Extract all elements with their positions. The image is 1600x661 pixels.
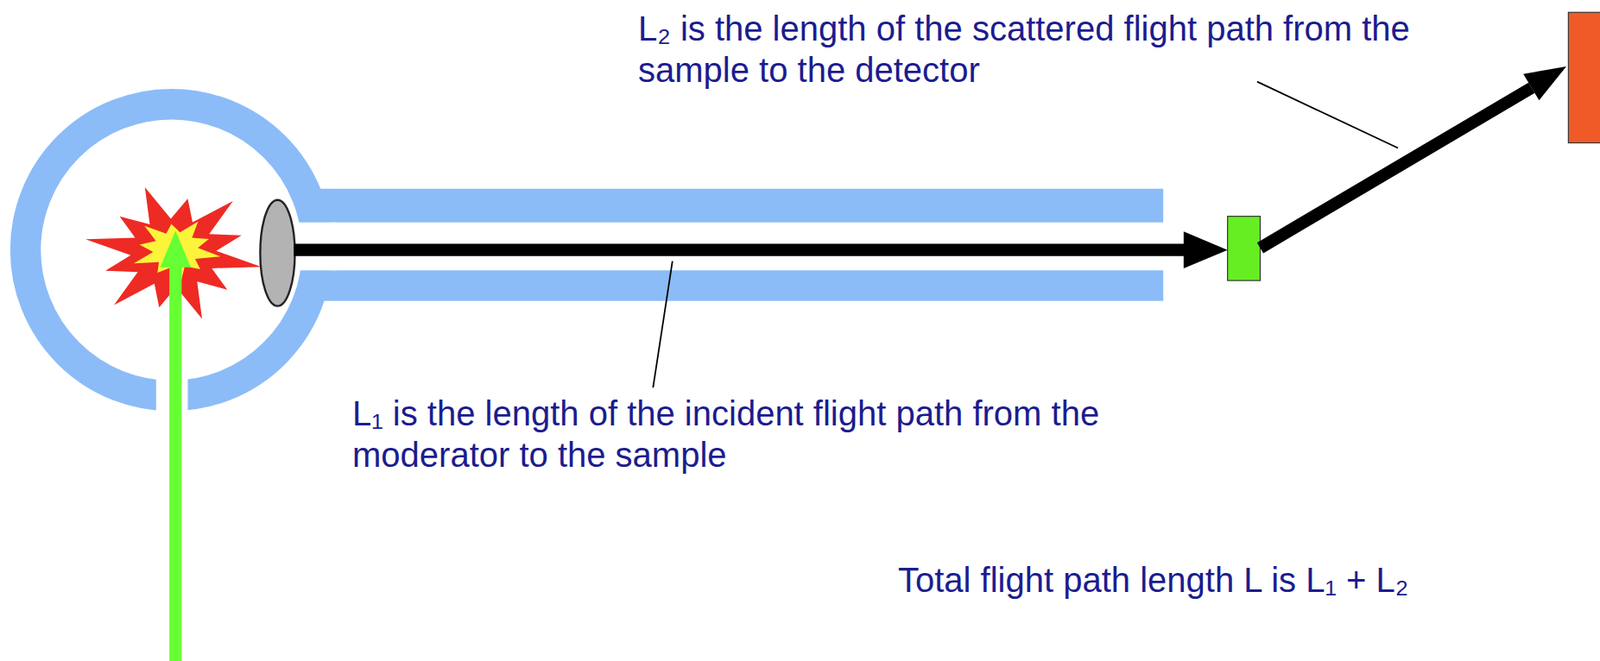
incident-path <box>293 244 1189 257</box>
leader-line <box>652 261 672 389</box>
callout-text: L₁ is the length of the incident flight … <box>352 392 1121 476</box>
moderator <box>259 200 295 307</box>
guide-lower <box>306 270 1164 301</box>
sample <box>1227 216 1261 281</box>
note-text: Total flight path length L is L₁ + L₂ <box>898 559 1589 601</box>
proton-arrowhead <box>160 230 191 268</box>
guide-upper <box>306 189 1164 223</box>
callout-text: L₂ is the length of the scattered flight… <box>638 7 1433 91</box>
leader-line <box>1257 82 1398 149</box>
detector <box>1568 12 1600 143</box>
incident-arrowhead <box>1183 231 1228 269</box>
scattered-path <box>1259 88 1531 249</box>
scattered-arrowhead <box>1523 66 1567 101</box>
proton-beam <box>169 259 182 661</box>
